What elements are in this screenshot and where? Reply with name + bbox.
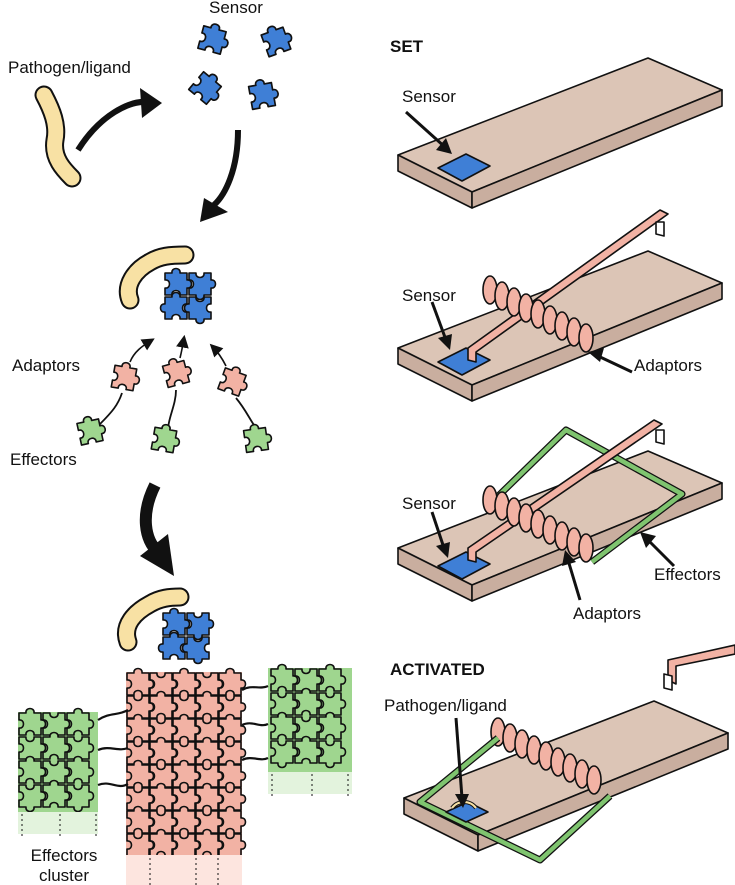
- label-sensor: Sensor: [209, 0, 263, 17]
- label-pathogen: Pathogen/ligand: [8, 58, 131, 77]
- label-trap3-sensor: Sensor: [402, 494, 456, 513]
- label-trap2-adaptors: Adaptors: [634, 356, 703, 375]
- label-trap2-sensor: Sensor: [402, 286, 456, 305]
- trap-2-set: [397, 209, 723, 402]
- label-trap3-adaptors: Adaptors: [573, 604, 642, 623]
- arrow-pathogen-to-sensor: [75, 98, 149, 152]
- header-activated: ACTIVATED: [390, 660, 485, 679]
- label-effectors-cluster-line2: cluster: [38, 866, 90, 885]
- sensor-complex: [159, 267, 217, 325]
- free-adaptors: [110, 354, 253, 399]
- header-set: SET: [390, 37, 424, 56]
- label-adaptors: Adaptors: [12, 356, 81, 375]
- label-effectors: Effectors: [10, 450, 77, 469]
- label-effectors-cluster: Effectors cluster: [16, 846, 112, 885]
- trap-1-set: [397, 57, 723, 209]
- effector-cluster-right: [268, 663, 352, 798]
- label-trap1-sensor: Sensor: [402, 87, 456, 106]
- trap-4-activated: [403, 644, 735, 864]
- trap-3-set: [397, 419, 723, 602]
- label-trap4-pathogen: Pathogen/ligand: [384, 696, 507, 715]
- label-effectors-cluster-line1: Effectors: [30, 846, 98, 865]
- free-sensors: [187, 20, 297, 111]
- label-trap3-effectors: Effectors: [654, 565, 721, 584]
- sensor-cluster: [157, 607, 215, 665]
- arrow-sensor-to-complex: [211, 129, 241, 208]
- adaptor-filament: [126, 667, 247, 885]
- effector-cluster-left: [18, 707, 98, 836]
